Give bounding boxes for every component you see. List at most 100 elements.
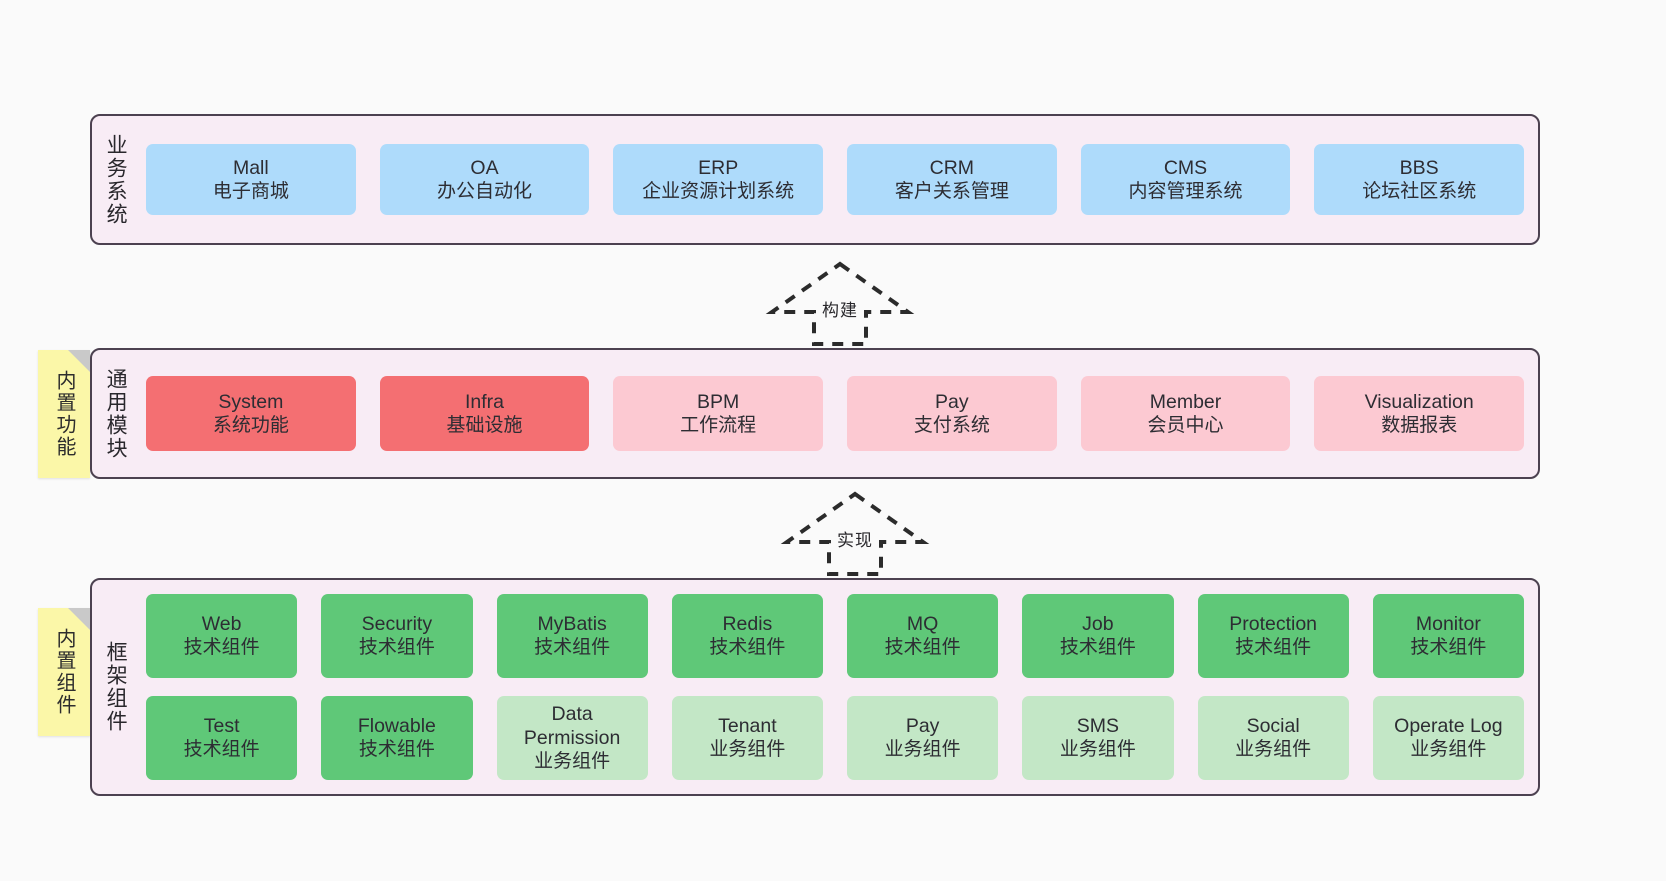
node-protection[interactable]: Protection 技术组件: [1197, 594, 1349, 678]
node-web-cn: 技术组件: [183, 637, 260, 659]
node-security-cn: 技术组件: [358, 637, 435, 659]
node-bbs-cn: 论坛社区系统: [1362, 180, 1477, 202]
node-bpm-cn: 工作流程: [680, 414, 757, 436]
node-mybatis[interactable]: MyBatis 技术组件: [496, 594, 648, 678]
node-crm[interactable]: CRM 客户关系管理: [847, 144, 1057, 215]
node-flowable[interactable]: Flowable 技术组件: [321, 696, 473, 780]
sticky-note-builtin-features: 内置功能: [38, 350, 90, 478]
node-operate-log-cn: 业务组件: [1410, 739, 1487, 761]
node-erp[interactable]: ERP 企业资源计划系统: [613, 144, 824, 215]
node-erp-cn: 企业资源计划系统: [642, 180, 795, 202]
node-security-en: Security: [361, 613, 433, 636]
node-social[interactable]: Social 业务组件: [1197, 696, 1349, 780]
node-job-cn: 技术组件: [1059, 637, 1136, 659]
layer-business-title: 业务系统: [104, 133, 128, 226]
node-infra-en: Infra: [464, 390, 505, 413]
layer-common-body: System 系统功能 Infra 基础设施 BPM 工作流程 Pay 支付系统…: [138, 350, 1538, 477]
node-mq-cn: 技术组件: [884, 637, 961, 659]
sticky-note-builtin-features-label: 内置功能: [53, 370, 75, 458]
node-pay-component-cn: 业务组件: [884, 739, 961, 761]
node-social-en: Social: [1246, 715, 1300, 738]
node-data-permission-cn: 业务组件: [534, 751, 611, 773]
node-cms-en: CMS: [1163, 156, 1208, 179]
node-pay-module[interactable]: Pay 支付系统: [847, 376, 1057, 451]
node-cms-cn: 内容管理系统: [1128, 180, 1243, 202]
node-monitor[interactable]: Monitor 技术组件: [1372, 594, 1524, 678]
node-cms[interactable]: CMS 内容管理系统: [1080, 144, 1291, 215]
node-monitor-cn: 技术组件: [1410, 637, 1487, 659]
node-sms-en: SMS: [1076, 715, 1119, 738]
layer-business-systems: 业务系统 Mall 电子商城 OA 办公自动化 ERP 企业资源计划系统 CRM…: [90, 114, 1540, 245]
sticky-fold-corner-icon: [68, 608, 90, 630]
node-mybatis-cn: 技术组件: [534, 637, 611, 659]
node-tenant-cn: 业务组件: [709, 739, 786, 761]
node-visualization[interactable]: Visualization 数据报表: [1314, 376, 1525, 451]
node-pay-module-en: Pay: [935, 390, 969, 413]
node-oa[interactable]: OA 办公自动化: [379, 144, 590, 215]
node-test[interactable]: Test 技术组件: [146, 696, 298, 780]
sticky-note-builtin-components: 内置组件: [38, 608, 90, 736]
node-system-cn: 系统功能: [212, 414, 289, 436]
node-redis-en: Redis: [722, 613, 773, 636]
node-job-en: Job: [1082, 613, 1114, 636]
node-pay-component[interactable]: Pay 业务组件: [847, 696, 999, 780]
node-monitor-en: Monitor: [1415, 613, 1481, 636]
layer-framework-row-tech: Web 技术组件 Security 技术组件 MyBatis 技术组件 Redi…: [146, 594, 1524, 678]
layer-business-row: Mall 电子商城 OA 办公自动化 ERP 企业资源计划系统 CRM 客户关系…: [146, 144, 1525, 215]
node-crm-cn: 客户关系管理: [894, 180, 1009, 202]
node-oa-en: OA: [470, 156, 499, 179]
node-mall-cn: 电子商城: [212, 180, 289, 202]
layer-framework-title: 框架组件: [104, 641, 128, 733]
layer-framework-row-business: Test 技术组件 Flowable 技术组件 Data Permission …: [146, 696, 1524, 780]
node-redis-cn: 技术组件: [709, 637, 786, 659]
node-bbs-en: BBS: [1399, 156, 1439, 179]
node-bpm[interactable]: BPM 工作流程: [613, 376, 824, 451]
layer-common-row: System 系统功能 Infra 基础设施 BPM 工作流程 Pay 支付系统…: [146, 376, 1525, 451]
node-system-en: System: [218, 390, 284, 413]
node-flowable-en: Flowable: [357, 715, 436, 738]
node-member[interactable]: Member 会员中心: [1080, 376, 1291, 451]
connector-implement: 实现: [775, 488, 935, 580]
node-web-en: Web: [201, 613, 242, 636]
node-tenant[interactable]: Tenant 业务组件: [671, 696, 823, 780]
node-member-en: Member: [1149, 390, 1222, 413]
node-sms[interactable]: SMS 业务组件: [1022, 696, 1174, 780]
node-operate-log[interactable]: Operate Log 业务组件: [1372, 696, 1524, 780]
node-tenant-en: Tenant: [718, 715, 777, 738]
node-data-permission[interactable]: Data Permission 业务组件: [496, 696, 648, 780]
layer-common-title: 通用模块: [104, 367, 128, 460]
node-oa-cn: 办公自动化: [437, 180, 533, 202]
node-test-en: Test: [203, 715, 240, 738]
node-crm-en: CRM: [929, 156, 975, 179]
layer-business-body: Mall 电子商城 OA 办公自动化 ERP 企业资源计划系统 CRM 客户关系…: [138, 116, 1538, 243]
node-security[interactable]: Security 技术组件: [321, 594, 473, 678]
node-data-permission-en: Data Permission: [523, 703, 621, 750]
node-web[interactable]: Web 技术组件: [146, 594, 298, 678]
node-erp-en: ERP: [698, 156, 739, 179]
node-operate-log-en: Operate Log: [1394, 715, 1503, 738]
node-pay-module-cn: 支付系统: [913, 414, 990, 436]
sticky-note-builtin-components-label: 内置组件: [53, 628, 75, 716]
node-sms-cn: 业务组件: [1059, 739, 1136, 761]
node-mall-en: Mall: [232, 156, 269, 179]
node-mq[interactable]: MQ 技术组件: [847, 594, 999, 678]
layer-framework-body: Web 技术组件 Security 技术组件 MyBatis 技术组件 Redi…: [138, 580, 1538, 794]
node-protection-cn: 技术组件: [1235, 637, 1312, 659]
node-protection-en: Protection: [1229, 613, 1318, 636]
node-mybatis-en: MyBatis: [537, 613, 607, 636]
node-bpm-en: BPM: [697, 390, 740, 413]
node-redis[interactable]: Redis 技术组件: [671, 594, 823, 678]
layer-common-modules: 通用模块 System 系统功能 Infra 基础设施 BPM 工作流程 Pay…: [90, 348, 1540, 479]
node-mall[interactable]: Mall 电子商城: [146, 144, 356, 215]
node-job[interactable]: Job 技术组件: [1022, 594, 1174, 678]
node-social-cn: 业务组件: [1235, 739, 1312, 761]
layer-framework-components: 框架组件 Web 技术组件 Security 技术组件 MyBatis 技术组件…: [90, 578, 1540, 796]
node-flowable-cn: 技术组件: [358, 739, 435, 761]
node-test-cn: 技术组件: [183, 739, 260, 761]
sticky-fold-corner-icon: [68, 350, 90, 372]
node-infra[interactable]: Infra 基础设施: [379, 376, 590, 451]
node-bbs[interactable]: BBS 论坛社区系统: [1314, 144, 1525, 215]
node-system[interactable]: System 系统功能: [146, 376, 356, 451]
node-visualization-en: Visualization: [1364, 390, 1474, 413]
node-visualization-cn: 数据报表: [1381, 414, 1458, 436]
